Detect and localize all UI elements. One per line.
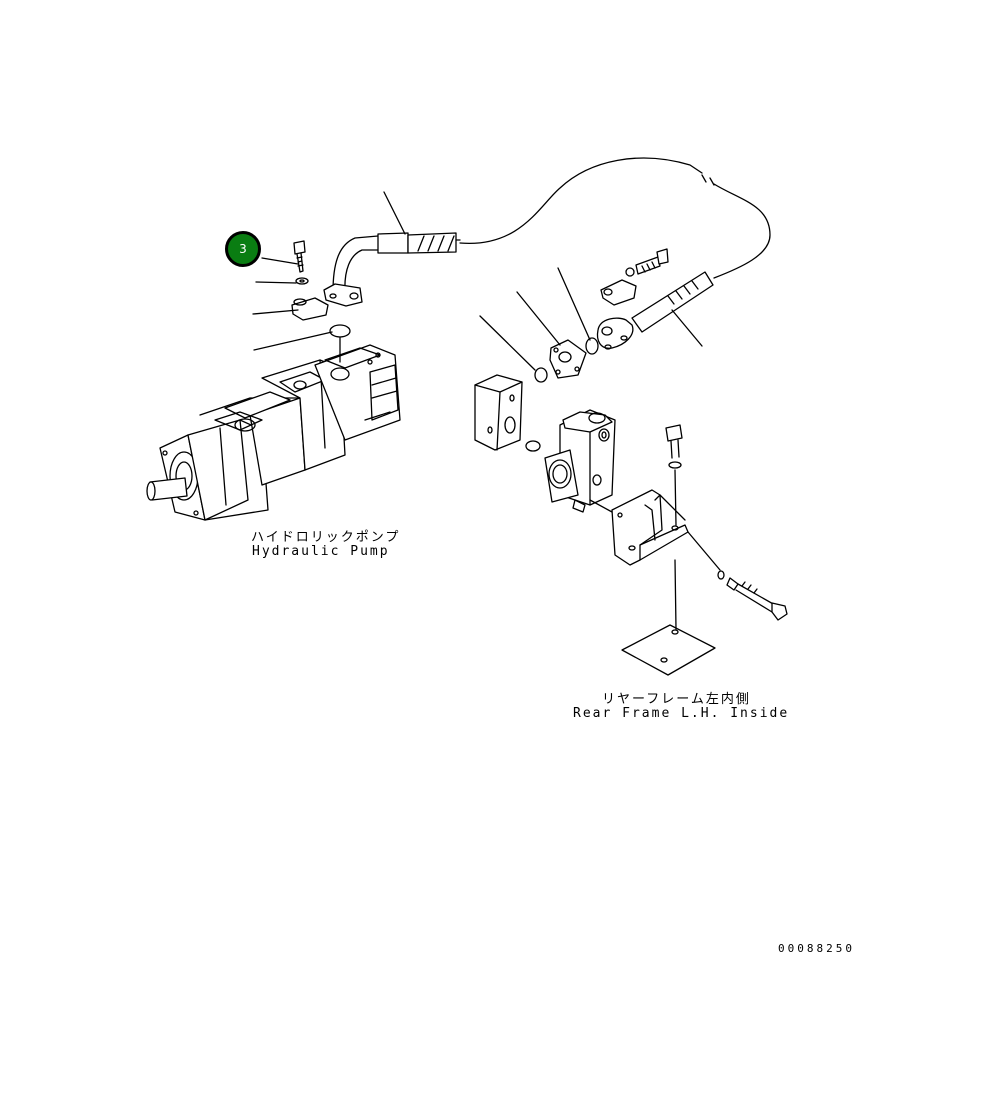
hydraulic-pump — [146, 344, 401, 521]
flange-and-orings — [479, 267, 599, 452]
hose-end-fitting — [596, 248, 714, 350]
pump-port-parts — [252, 240, 351, 363]
frame-label-jp: リヤーフレーム左内側 — [602, 692, 751, 707]
mounting-bracket — [589, 424, 788, 676]
valve-body — [544, 409, 616, 513]
frame-label-en: Rear Frame L.H. Inside — [573, 706, 790, 721]
pump-label-jp: ハイドロリックポンプ — [251, 530, 401, 545]
callout-3-badge[interactable]: 3 — [225, 231, 261, 267]
hydraulic-hose — [323, 157, 771, 307]
pump-label-en: Hydraulic Pump — [252, 544, 390, 559]
callout-number: 3 — [239, 242, 247, 256]
drawing-number: 00088250 — [778, 942, 855, 955]
valve-block — [474, 374, 523, 451]
